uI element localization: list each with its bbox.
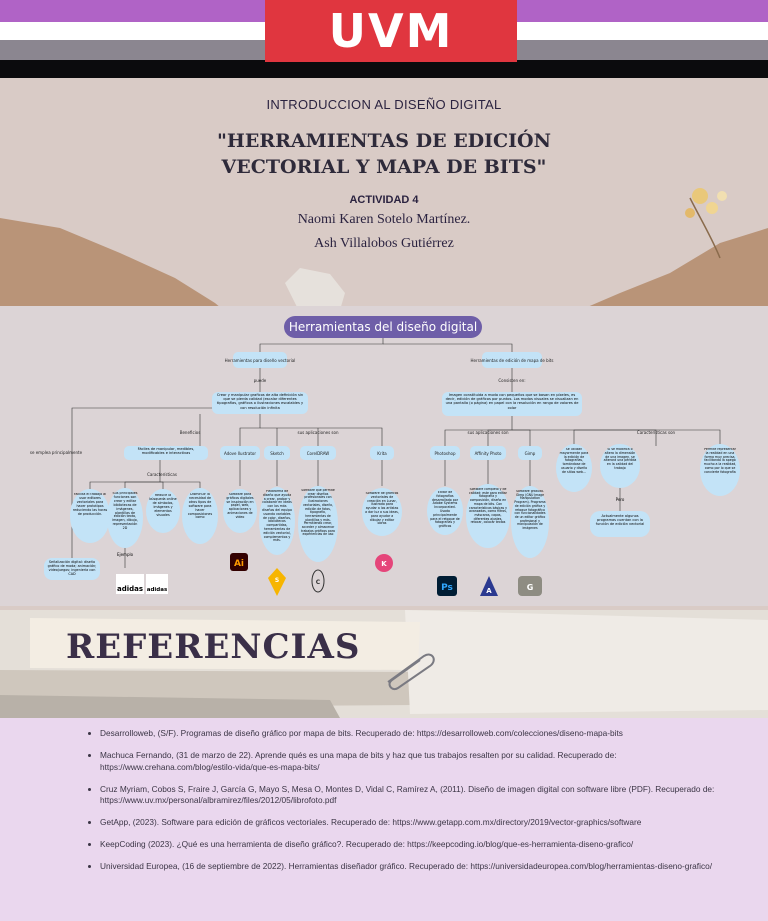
bitmap-definition: Imagen constituida a modo con pequeños q… — [445, 393, 579, 410]
benefits-box: Fáciles de manipular, medibles, modifica… — [137, 447, 195, 456]
app-illustrator-name: Adove Ilustrator — [224, 451, 256, 456]
reference-item: GetApp, (2023). Software para edición de… — [100, 817, 718, 829]
benefits-label: Beneficios — [180, 430, 201, 435]
bitmap-char-2: Si se modifica o altera la dimensión de … — [603, 448, 637, 470]
affinity-desc: Software completo y de calidad; este par… — [469, 488, 507, 525]
photoshop-icon-label: Ps — [441, 583, 453, 593]
app-krita-name: Krita — [377, 451, 387, 456]
app-sketch-name: Sketch — [270, 451, 284, 456]
vector-tools-node: Herramientas para diseño vectorial — [225, 358, 296, 363]
subject-heading: INTRODUCCION AL DISEÑO DIGITAL — [266, 97, 502, 112]
title-line-1: "HERRAMIENTAS DE EDICIÓN — [217, 130, 551, 152]
vector-char-4: Disminuir la necesidad de otros tipos de… — [187, 493, 213, 520]
app-gimp-name: Gimp — [525, 451, 536, 456]
adidas-logo-1: adidas — [117, 585, 143, 593]
bitmap-char-1: Se utilizan mayormente para la edición d… — [559, 448, 589, 474]
coreldraw-icon-label: C — [316, 579, 321, 586]
vector-apps-label: sus aplicaciones son — [297, 430, 338, 435]
sketch-icon — [268, 568, 286, 596]
references-section: Desarrolloweb, (S/F). Programas de diseñ… — [0, 718, 768, 921]
vector-connector: puede — [254, 378, 267, 383]
sketch-desc: Plataforma de diseño que ayuda a crear, … — [262, 490, 292, 543]
bitmap-connector: Consisten en: — [498, 378, 525, 383]
vector-char-2: Sus principales funciones son crear y ed… — [112, 492, 138, 531]
paperclip-icon — [387, 653, 435, 690]
coreldraw-icon — [311, 569, 325, 593]
author-2: Ash Villalobos Gutiérrez — [314, 236, 454, 251]
krita-icon-label: K — [381, 560, 387, 568]
gimp-icon — [518, 576, 542, 596]
title-line-2: VECTORIAL Y MAPA DE BITS" — [221, 156, 547, 178]
photoshop-desc: Editor de fotografías desarrollado por A… — [430, 491, 460, 529]
reference-item: Universidad Europea, (16 de septiembre d… — [100, 861, 718, 873]
mind-map-title-box — [284, 316, 482, 338]
affinity-icon-label: A — [486, 587, 492, 595]
krita-desc: Software de gráficos vectoriales de crea… — [365, 492, 399, 526]
gimp-icon-label: G — [527, 583, 534, 592]
gimp-desc: Software gratuito. Gimp (GNU Image Manip… — [514, 490, 546, 531]
references-list: Desarrolloweb, (S/F). Programas de diseñ… — [0, 718, 768, 873]
sketch-icon-label: S — [275, 577, 279, 584]
photoshop-icon — [437, 576, 457, 596]
app-photoshop-name: Photoshop — [434, 451, 455, 456]
references-title: REFERENCIAS — [66, 627, 361, 667]
uses-label: se emplea principalmente — [30, 450, 83, 455]
mind-map: Herramientas del diseño digital Herramie… — [0, 306, 768, 606]
vector-definition: Crear y manipular graficos de alta defin… — [216, 393, 304, 410]
references-band — [0, 610, 768, 725]
krita-icon — [375, 554, 393, 572]
activity-label: ACTIVIDAD 4 — [349, 194, 419, 206]
author-1: Naomi Karen Sotelo Martínez. — [297, 212, 471, 227]
reference-item: Desarrolloweb, (S/F). Programas de diseñ… — [100, 728, 718, 740]
reference-item: Cruz Myriam, Cobos S, Fraire J, García G… — [100, 784, 718, 807]
reference-item: Machuca Fernando, (31 de marzo de 22). A… — [100, 750, 718, 773]
mind-map-title: Herramientas del diseño digital — [289, 320, 477, 334]
but-label: Pero — [616, 497, 625, 502]
bitmap-tools-node: Herramientas de edición de mapa de bits — [471, 358, 554, 363]
coreldraw-desc: Software que permite crear diseños profe… — [301, 489, 335, 537]
uvm-logo: UVM — [265, 0, 517, 62]
bitmap-char-3: Permite representar la realidad en una f… — [703, 448, 737, 474]
page-title: "HERRAMIENTAS DE EDICIÓN VECTORIAL Y MAP… — [160, 128, 608, 180]
example-label: Ejemplo — [117, 552, 134, 557]
vector-char-1: Facilita el trabajo al usar editores vec… — [72, 493, 108, 516]
illustrator-icon — [230, 553, 248, 571]
reference-item: KeepCoding (2023). ¿Qué es una herramien… — [100, 839, 718, 851]
characteristics-label: Características — [147, 472, 177, 477]
illustrator-icon-label: Ai — [234, 559, 244, 569]
app-coreldraw-name: CorelDRAW — [307, 451, 330, 456]
header-stripes — [0, 0, 768, 78]
uses-box: Señalización digital: diseño gráfico de … — [47, 560, 97, 576]
app-affinity-name: Affinity Photo — [475, 451, 502, 456]
bitmap-apps-label: sus aplicaciones son — [467, 430, 508, 435]
bitmap-vector-note: Actualmente algunos programas cuentan co… — [595, 514, 645, 527]
vector-char-3: Reduce la búsqueda online de símbolos, i… — [149, 494, 177, 517]
adidas-logo-2: adidas — [147, 587, 168, 593]
affinity-icon — [480, 576, 498, 596]
illustrator-desc: Software para gráficos digitales se insp… — [226, 493, 254, 519]
bitmap-chars-label: Características son — [637, 430, 676, 435]
